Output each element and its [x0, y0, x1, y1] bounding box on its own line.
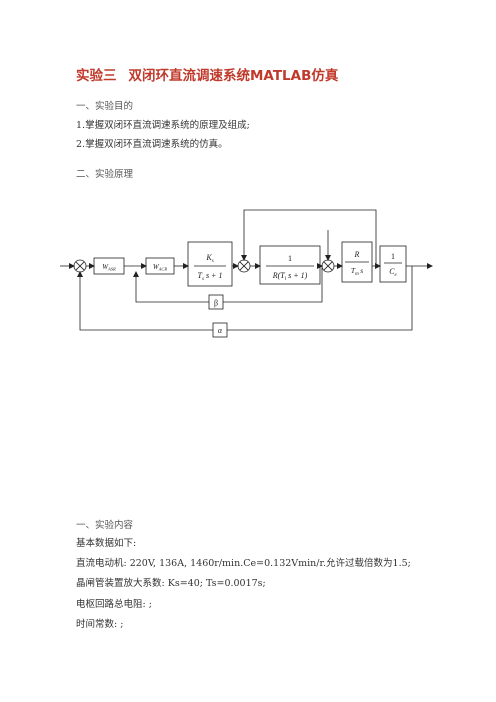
emf-block: [379, 245, 407, 283]
thyristor-numerator: Ks: [205, 253, 213, 264]
thyristor-block: [187, 241, 233, 287]
emf-numerator: 1: [391, 252, 395, 261]
armature-resistance: 电枢回路总电阻: ;: [76, 599, 152, 610]
thyristor-parameters: 晶闸管装置放大系数: Ks=40; Ts=0.0017s;: [76, 578, 266, 589]
asr-label: WASR: [102, 263, 116, 272]
title-experiment-number: 实验三: [76, 68, 117, 84]
summing-junction-current: [237, 259, 251, 273]
section-heading-objectives: 一、实验目的: [76, 101, 134, 112]
objective-item-1: 1.掌握双闭环直流调速系统的原理及组成;: [76, 120, 250, 131]
section-heading-content: 一、实验内容: [76, 520, 134, 531]
content-intro: 基本数据如下:: [76, 538, 137, 549]
page-title: 实验三双闭环直流调速系统MATLAB仿真: [76, 64, 338, 84]
title-experiment-name: 双闭环直流调速系统MATLAB仿真: [128, 68, 339, 84]
armature-numerator: 1: [288, 254, 292, 263]
time-constant: 时间常数: ;: [76, 619, 124, 630]
mechanical-numerator: R: [354, 250, 360, 259]
speed-feedback-label: α: [218, 326, 223, 335]
section-heading-principle: 二、实验原理: [76, 169, 134, 180]
objective-item-2: 2.掌握双闭环直流调速系统的仿真。: [76, 139, 228, 150]
summing-junction-load: [321, 259, 335, 273]
current-feedback-label: β: [214, 299, 218, 308]
summing-junction-speed: [73, 259, 87, 273]
emf-denominator: Ce: [389, 267, 397, 278]
acr-label: WACR: [153, 263, 168, 272]
mechanical-block: [341, 241, 373, 283]
motor-parameters: 直流电动机: 220V, 136A, 1460r/min.Ce=0.132Vmi…: [76, 558, 411, 569]
